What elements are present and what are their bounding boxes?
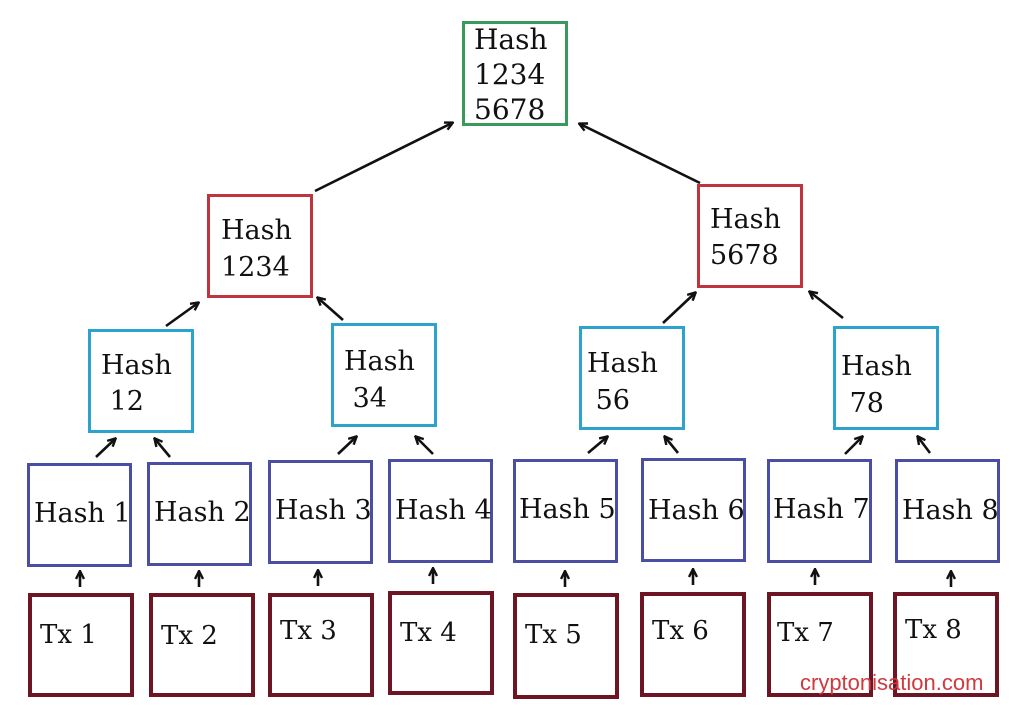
arrow-hash1234-to-root [314, 123, 452, 193]
arrow-hash78-to-hash5678 [810, 292, 844, 320]
tx-6-label: Tx 6 [652, 616, 709, 646]
leaf-hash-6-label: Hash 6 [648, 495, 745, 526]
arrow-hash4-to-hash34 [416, 437, 434, 455]
hash-12-label-2: 12 [101, 386, 144, 417]
arrow-hash5678-to-root [580, 124, 701, 185]
leaf-hash-5-node: Hash 5 [513, 459, 618, 563]
tx-2-label: Tx 2 [161, 621, 218, 651]
arrow-hash3-to-hash34 [337, 437, 356, 455]
hash-34-node: Hash 34 [331, 323, 437, 427]
hash-34-label-1: Hash [344, 346, 415, 377]
arrow-hash5-to-hash56 [587, 437, 607, 454]
root-hash-line-2: 1234 [474, 58, 546, 91]
arrow-hash7-to-hash78 [844, 437, 862, 455]
leaf-hash-1-node: Hash 1 [27, 463, 132, 567]
hash-12-label-1: Hash [101, 350, 172, 381]
tx-8-node: Tx 8 [893, 592, 999, 697]
arrow-hash6-to-hash56 [665, 437, 680, 454]
hash-12-node: Hash 12 [88, 329, 194, 433]
hash-5678-label-1: Hash [710, 204, 781, 235]
tx-1-node: Tx 1 [28, 593, 134, 697]
hash-56-label-1: Hash [587, 348, 658, 379]
arrow-hash2-to-hash12 [155, 439, 171, 458]
hash-78-node: Hash 78 [833, 326, 939, 430]
hash-56-label-2: 56 [587, 385, 630, 416]
tx-4-node: Tx 4 [388, 591, 494, 695]
leaf-hash-5-label: Hash 5 [519, 494, 616, 525]
arrow-hash56-to-hash5678 [662, 293, 695, 324]
root-hash-node: Hash 1234 5678 [462, 21, 568, 126]
watermark-text: cryptonisation.com [800, 670, 984, 695]
arrow-hash1-to-hash12 [95, 439, 115, 458]
tx-8-label: Tx 8 [905, 615, 962, 645]
hash-56-node: Hash 56 [579, 326, 685, 430]
leaf-hash-3-node: Hash 3 [268, 460, 373, 564]
hash-1234-node: Hash 1234 [207, 194, 313, 298]
tx-6-node: Tx 6 [640, 592, 746, 697]
hash-78-label-1: Hash [841, 351, 912, 382]
tx-3-node: Tx 3 [268, 593, 374, 697]
leaf-hash-7-label: Hash 7 [773, 494, 870, 525]
tx-5-node: Tx 5 [513, 593, 619, 699]
leaf-hash-2-label: Hash 2 [154, 497, 251, 528]
arrow-hash34-to-hash1234 [318, 298, 344, 321]
tx-5-label: Tx 5 [525, 620, 582, 650]
leaf-hash-8-label: Hash 8 [902, 495, 999, 526]
hash-78-label-2: 78 [841, 388, 884, 419]
leaf-hash-4-node: Hash 4 [388, 459, 493, 563]
leaf-hash-1-label: Hash 1 [34, 498, 131, 529]
hash-5678-label-2: 5678 [710, 240, 779, 271]
root-hash-line-1: Hash [474, 23, 548, 56]
hash-1234-label-2: 1234 [221, 252, 290, 283]
tx-4-label: Tx 4 [400, 618, 457, 648]
tx-3-label: Tx 3 [280, 616, 337, 646]
leaf-hash-2-node: Hash 2 [147, 462, 252, 566]
arrow-hash12-to-hash1234 [165, 303, 198, 328]
leaf-hash-4-label: Hash 4 [395, 495, 492, 526]
leaf-hash-8-node: Hash 8 [895, 459, 1000, 563]
tx-7-node: Tx 7 [767, 592, 873, 697]
tx-7-label: Tx 7 [777, 618, 834, 648]
leaf-hash-7-node: Hash 7 [767, 459, 872, 563]
leaf-hash-6-node: Hash 6 [641, 458, 746, 562]
hash-1234-label-1: Hash [221, 215, 292, 246]
tx-1-label: Tx 1 [40, 620, 97, 650]
root-hash-line-3: 5678 [474, 93, 546, 126]
tx-2-node: Tx 2 [149, 593, 255, 697]
hash-5678-node: Hash 5678 [697, 184, 803, 288]
arrow-hash8-to-hash78 [918, 437, 932, 454]
leaf-hash-3-label: Hash 3 [275, 495, 372, 526]
hash-34-label-2: 34 [344, 383, 387, 414]
